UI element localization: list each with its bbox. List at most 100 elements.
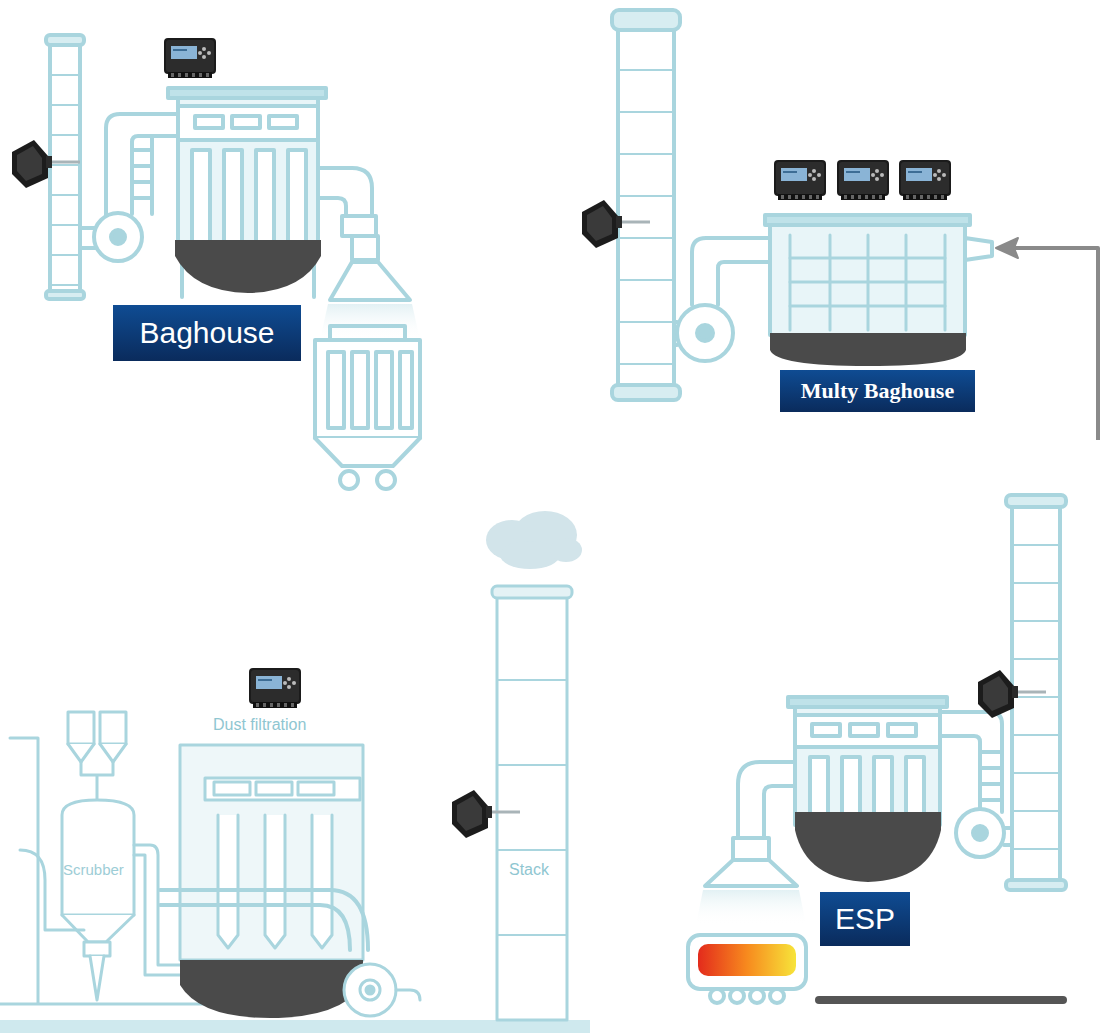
baghouse-stack [50,224,80,226]
esp-housing [874,757,892,819]
esp-housing [795,707,940,825]
dust-filter-housing [298,782,334,795]
baghouse-hood [318,168,372,216]
baghouse-hood [342,216,376,236]
esp-housing [810,757,828,819]
multy-stack [618,237,674,239]
dust-filter-housing [214,782,250,795]
esp-fan [973,826,987,840]
dust-filter-housing [218,815,332,948]
baghouse-fan [106,114,178,215]
baghouse-housing [192,150,210,242]
esp-housing [812,724,840,736]
smoke-cloud [550,538,582,562]
esp-housing [888,724,916,736]
esp-fan [956,809,1004,857]
multy-stack [618,279,674,281]
multy-stack [618,321,674,323]
furnace-car [770,989,784,1003]
dust-sensor [978,670,1046,718]
area-label: Stack [509,861,549,879]
baghouse-housing [195,116,223,128]
multy-stack [618,70,674,364]
main-stack [497,934,567,936]
esp-hood [705,860,797,886]
dust-filter-housing [366,986,374,994]
dust-filter-housing [360,980,380,1000]
scrubber [81,762,113,800]
baghouse-housing [232,116,260,128]
multy-housing [765,215,970,225]
multy-stack [618,111,674,113]
collection-cart [315,326,420,489]
esp-stack [1012,507,1060,882]
multy-housing [965,238,992,260]
baghouse-housing [178,98,318,248]
furnace-car [730,989,744,1003]
rail-bar [815,996,1067,1004]
baghouse-stack [50,284,80,286]
area-label: Dust filtration [213,716,306,734]
baghouse-fan [111,230,125,244]
baghouse-stack [50,164,80,166]
main-stack [492,586,572,598]
multy-housing [770,333,966,366]
multy-housing [790,235,945,330]
esp-stack [1012,810,1060,812]
multy-stack [612,10,680,30]
controller-unit [837,160,889,200]
band-label: ESP [835,902,895,936]
esp-stack [1012,734,1060,736]
esp-stack [1012,545,1060,849]
dust-sensor [12,140,80,188]
baghouse-fan [94,213,142,261]
esp-housing [795,715,940,747]
esp-stack [1012,582,1060,584]
multy-fan [692,238,770,305]
baghouse-housing [269,116,297,128]
controller-unit [249,668,301,708]
baghouse-hood [318,168,420,340]
multy-fan [674,238,770,361]
baghouse-stack [50,75,80,285]
dust-filter-housing [344,964,396,1016]
baghouse-housing [178,106,318,140]
esp-stack [1006,495,1066,507]
esp-hood [733,838,769,860]
multy-fan [677,305,733,361]
controller-unit [774,160,826,200]
esp-fan [940,712,1012,857]
baghouse-fan [80,114,178,261]
scrubber [62,800,134,915]
baghouse-stack [46,291,84,299]
dust-filter-housing [396,990,420,1000]
title-band: Multy Baghouse [780,370,975,412]
esp-housing [788,697,947,882]
furnace-car [710,989,724,1003]
baghouse-housing [256,150,274,242]
main-stack [497,849,567,851]
esp-housing [850,724,878,736]
multy-stack [618,195,674,197]
multy-housing [790,258,945,306]
baghouse-stack [50,134,80,136]
multy-stack [612,385,680,400]
esp-stack [1012,620,1060,622]
main-stack [497,680,567,935]
dust-filter-housing [160,745,420,1018]
baghouse-stack [50,45,80,292]
baghouse-housing [168,88,326,98]
multy-stack [618,363,674,365]
esp-stack [1012,658,1060,660]
dust-filter-housing [160,890,368,950]
multy-fan [697,325,713,341]
multy-stack [618,69,674,71]
baghouse-housing [175,240,321,293]
main-stack [492,586,572,1020]
multy-housing [770,225,965,335]
baghouse-stack [50,194,80,196]
esp-housing [906,757,924,819]
dust-sensor [582,200,650,248]
